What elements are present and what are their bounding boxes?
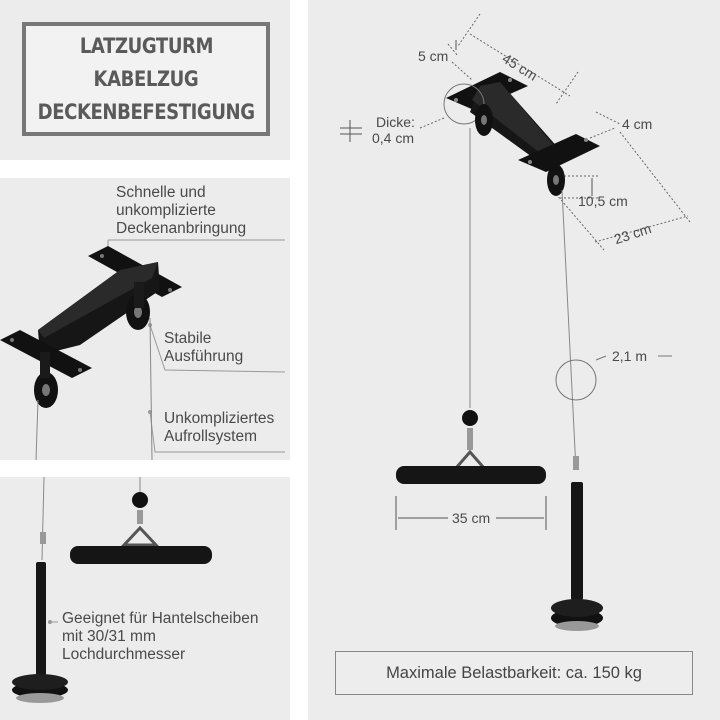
product-title: LATZUGTURM KABELZUG DECKENBEFESTIGUNG [22, 22, 270, 136]
title-line-3: DECKENBEFESTIGUNG [37, 99, 255, 124]
plate-holder-drawing [12, 476, 212, 703]
dimension-drawing [340, 13, 691, 631]
max-capacity-box: Maximale Belastbarkeit: ca. 150 kg [335, 651, 693, 695]
dim-thickness-label: Dicke: [376, 114, 415, 130]
dim-height: 10,5 cm [578, 193, 628, 209]
title-line-2: KABELZUG [93, 66, 199, 91]
title-line-1: LATZUGTURM [79, 33, 213, 58]
dim-thickness-value: 0,4 cm [372, 130, 415, 146]
mount-closeup-drawing [0, 239, 286, 461]
feature-reel: Unkompliziertes Aufrollsystem [164, 410, 275, 445]
dim-width: 4 cm [622, 116, 653, 132]
dim-cable: 2,1 m [612, 348, 648, 364]
feature-plates: Geeignet für Hantelscheiben mit 30/31 mm… [62, 610, 259, 663]
dim-handle: 35 cm [452, 510, 491, 526]
dim-offset: 5 cm [418, 48, 449, 64]
feature-stable: Stabile Ausführung [164, 330, 244, 365]
feature-ceiling-mount: Schnelle und unkomplizierte Deckenanbrin… [116, 184, 247, 237]
max-capacity-text: Maximale Belastbarkeit: ca. 150 kg [386, 663, 642, 682]
